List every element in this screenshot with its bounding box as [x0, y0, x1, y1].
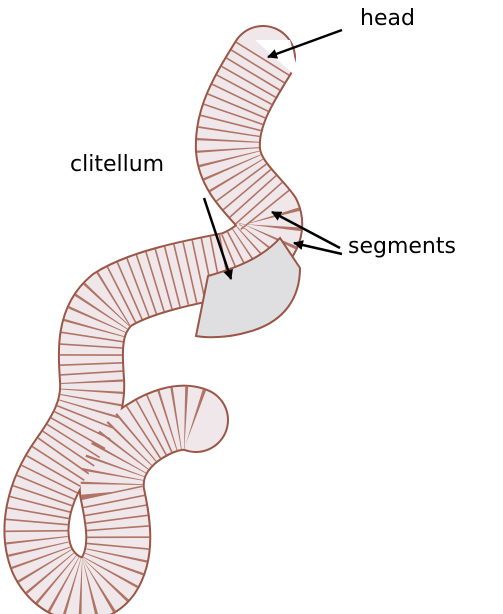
worm-body: [36, 40, 300, 589]
segments-label: segments: [348, 236, 456, 258]
head-label: head: [360, 8, 415, 30]
clitellum-label: clitellum: [70, 154, 164, 176]
